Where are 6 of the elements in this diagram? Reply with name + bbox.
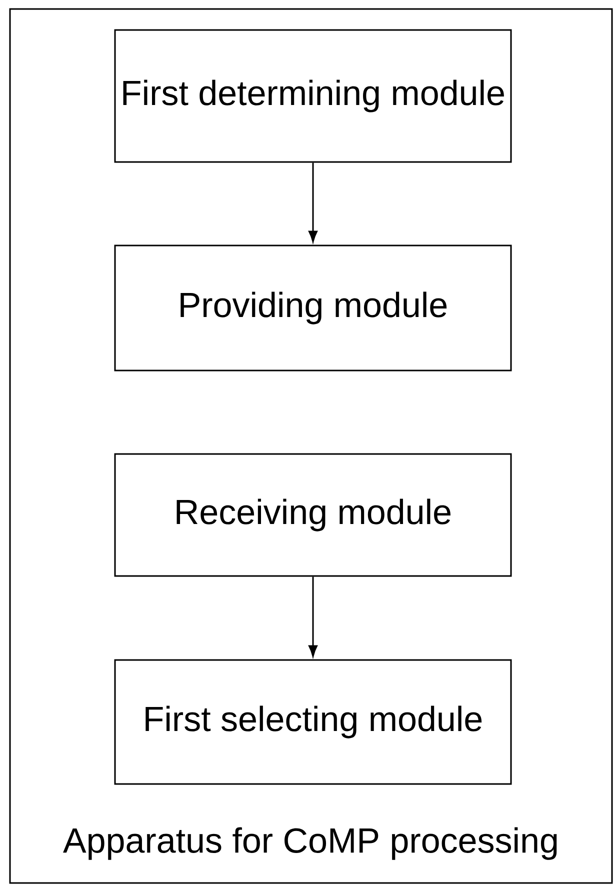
arrow <box>308 576 318 657</box>
module-box: First selecting module <box>114 659 512 785</box>
module-box: First determining module <box>114 29 512 163</box>
module-box: Receiving module <box>114 453 512 577</box>
module-box: Providing module <box>114 244 512 372</box>
arrow <box>308 162 318 242</box>
